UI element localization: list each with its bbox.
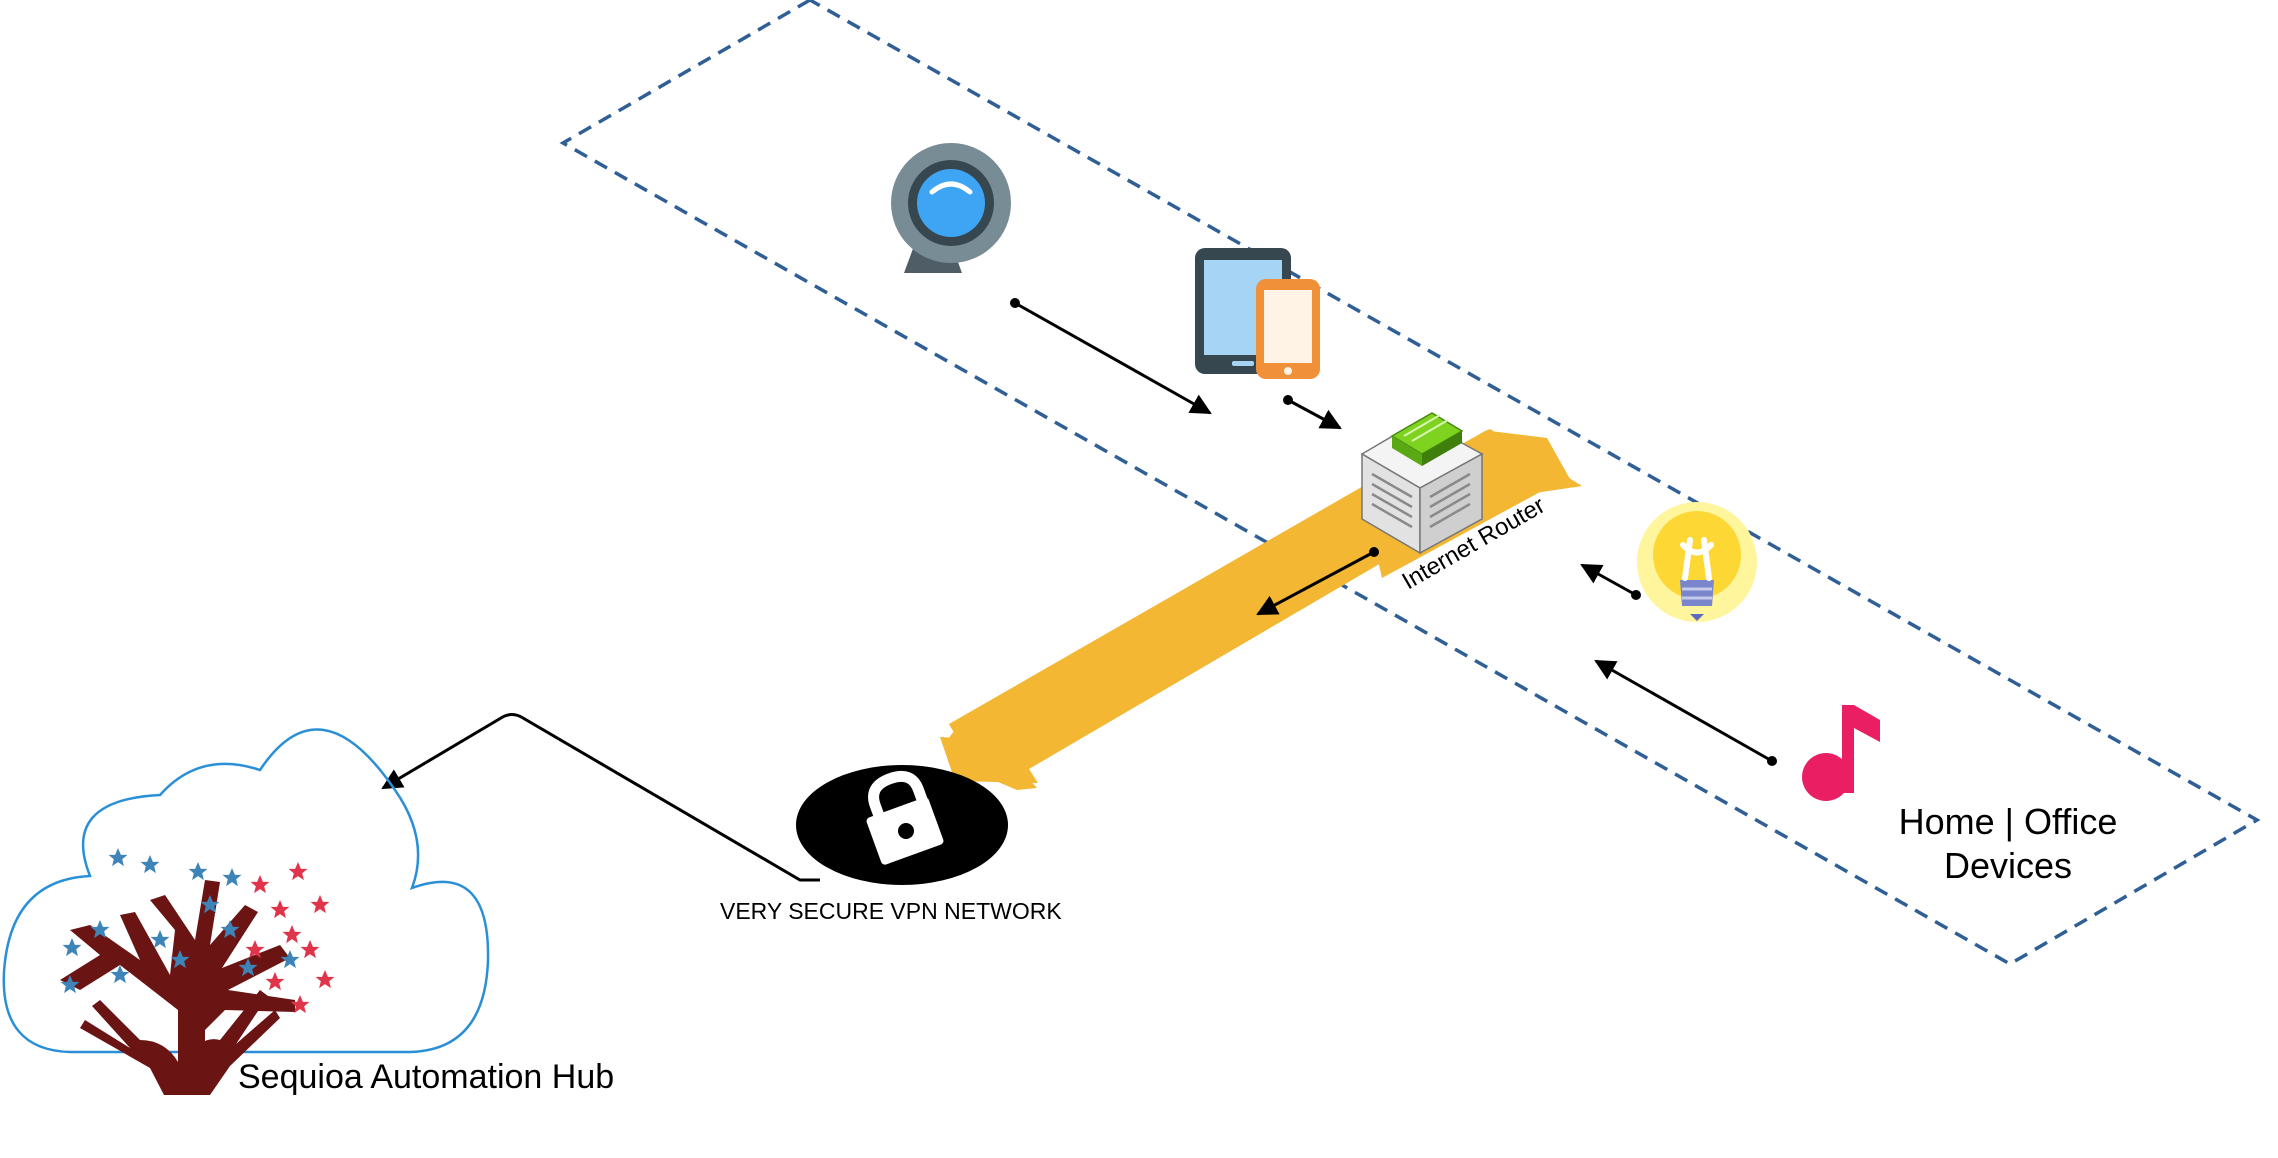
vpn-to-hub-arrow (381, 713, 820, 882)
webcam-icon (891, 143, 1011, 273)
smartphone-icon (1256, 279, 1320, 379)
connector-lines (381, 301, 1773, 882)
music-to-router-arrow (1594, 659, 1773, 763)
lightbulb-icon (1637, 502, 1757, 622)
padlock-icon (796, 765, 1008, 885)
router-icon (1360, 412, 1484, 555)
webcam-to-router-arrow (1014, 301, 1212, 415)
music-note-icon (1802, 705, 1880, 801)
vpn-label: VERY SECURE VPN NETWORK (720, 898, 1062, 924)
tree-logo (60, 848, 335, 1095)
vpn-tunnel-arrow (940, 429, 1582, 790)
devices-label-line1: Home | Office (1899, 801, 2118, 842)
cloud-icon (2, 728, 490, 1054)
router-to-tunnel-arrow (1256, 550, 1375, 616)
home-office-boundary (559, 0, 2261, 967)
tablet-to-router-arrow (1287, 398, 1342, 430)
hub-label: Sequioa Automation Hub (238, 1058, 614, 1096)
bulb-to-router-arrow (1580, 563, 1637, 597)
devices-label-line2: Devices (1944, 845, 2072, 886)
